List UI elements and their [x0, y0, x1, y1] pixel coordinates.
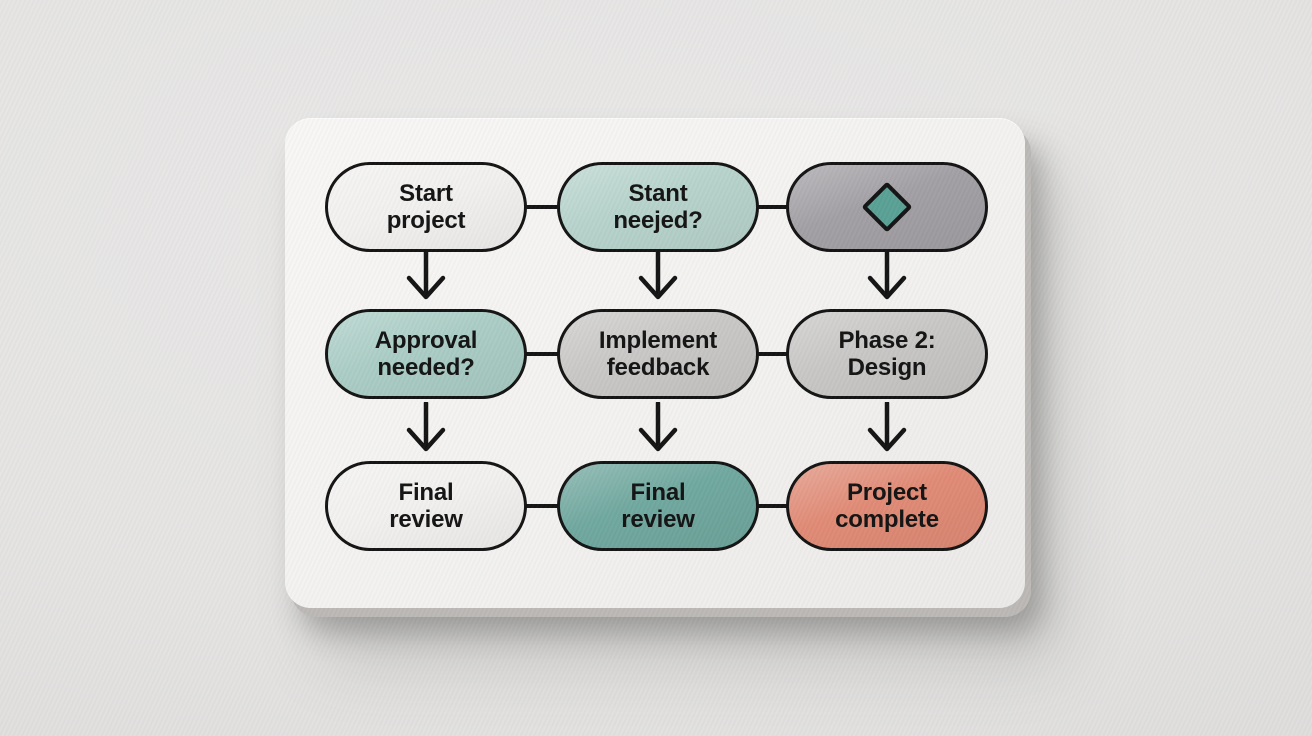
arrow-head	[638, 427, 678, 452]
node-start-project: Start project	[325, 162, 527, 252]
node-phase-2-design: Phase 2: Design	[786, 309, 988, 399]
node-final-review-center: Final review	[557, 461, 759, 551]
arrow-head	[638, 275, 678, 300]
arrow-down-icon	[406, 402, 446, 452]
arrow-head	[406, 275, 446, 300]
node-final-review-left: Final review	[325, 461, 527, 551]
node-start-project-label: Start project	[386, 180, 466, 234]
node-approval-needed-label: Approval needed?	[374, 327, 478, 381]
flowchart-card: Start project Stant neejed? Approval nee…	[285, 118, 1025, 608]
arrow-down-icon	[638, 250, 678, 300]
connector-line-r1c2-r1c3	[757, 205, 788, 209]
node-final-review-center-label: Final review	[621, 479, 695, 533]
node-decision	[786, 162, 988, 252]
node-stant-neejed: Stant neejed?	[557, 162, 759, 252]
arrow-down-icon	[638, 402, 678, 452]
arrow-down-icon	[867, 402, 907, 452]
node-implement-feedback-label: Implement feedback	[598, 327, 718, 381]
arrow-head	[406, 427, 446, 452]
diamond-icon	[861, 181, 913, 233]
connector-line-r3c1-r3c2	[525, 504, 559, 508]
arrow-down-icon	[867, 250, 907, 300]
node-project-complete-label: Project complete	[835, 479, 939, 533]
arrow-head	[867, 427, 907, 452]
node-phase-2-design-label: Phase 2: Design	[838, 327, 936, 381]
connector-line-r1c1-r1c2	[525, 205, 559, 209]
connector-line-r3c2-r3c3	[757, 504, 788, 508]
node-project-complete: Project complete	[786, 461, 988, 551]
connector-line-r2c2-r2c3	[757, 352, 788, 356]
node-final-review-left-label: Final review	[389, 479, 463, 533]
arrow-head	[867, 275, 907, 300]
connector-line-r2c1-r2c2	[525, 352, 559, 356]
node-implement-feedback: Implement feedback	[557, 309, 759, 399]
arrow-down-icon	[406, 250, 446, 300]
node-approval-needed: Approval needed?	[325, 309, 527, 399]
node-stant-neejed-label: Stant neejed?	[613, 180, 703, 234]
